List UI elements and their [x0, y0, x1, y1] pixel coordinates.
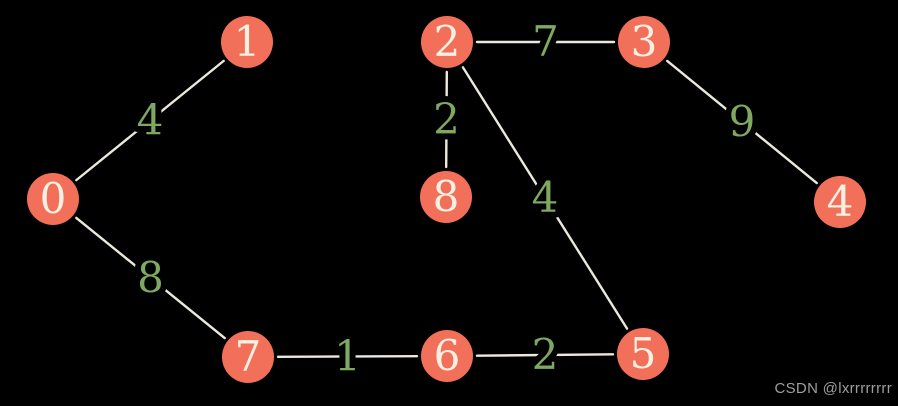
graph-edge-0-7 — [75, 216, 226, 340]
node-label-8: 8 — [433, 172, 460, 221]
edge-weight-2-5: 4 — [532, 173, 559, 222]
node-label-6: 6 — [434, 331, 461, 380]
graph-edge-2-8 — [444, 70, 449, 169]
graph-edge-7-6 — [276, 354, 419, 359]
edge-weight-6-5: 2 — [532, 330, 559, 379]
node-label-7: 7 — [235, 332, 262, 381]
graph-node-0 — [27, 173, 79, 225]
watermark: CSDN @lxrrrrrrrr — [774, 380, 892, 397]
edge-weight-2-3: 7 — [532, 17, 559, 66]
graph-node-1 — [221, 16, 273, 68]
graph-node-2 — [421, 16, 473, 68]
graph-node-6 — [421, 330, 473, 382]
node-label-2: 2 — [434, 17, 461, 66]
node-label-1: 1 — [234, 17, 261, 66]
graph-edge-6-5 — [475, 353, 615, 357]
node-label-5: 5 — [630, 329, 657, 378]
graph-edge-3-4 — [666, 59, 818, 185]
node-label-4: 4 — [827, 177, 854, 226]
graph-node-7 — [222, 331, 274, 383]
graph-edge-2-5 — [461, 66, 629, 330]
edge-weight-0-1: 4 — [137, 96, 164, 145]
edge-weight-0-7: 8 — [137, 253, 164, 302]
node-label-3: 3 — [631, 17, 658, 66]
edge-weight-7-6: 1 — [334, 332, 361, 381]
graph-node-5 — [617, 328, 669, 380]
graph-node-3 — [618, 16, 670, 68]
edge-weight-2-8: 2 — [433, 95, 460, 144]
graph-edge-0-1 — [75, 59, 225, 182]
edge-weight-3-4: 9 — [729, 97, 756, 146]
node-label-0: 0 — [40, 174, 67, 223]
graph-node-8 — [420, 171, 472, 223]
graph-node-4 — [814, 176, 866, 228]
